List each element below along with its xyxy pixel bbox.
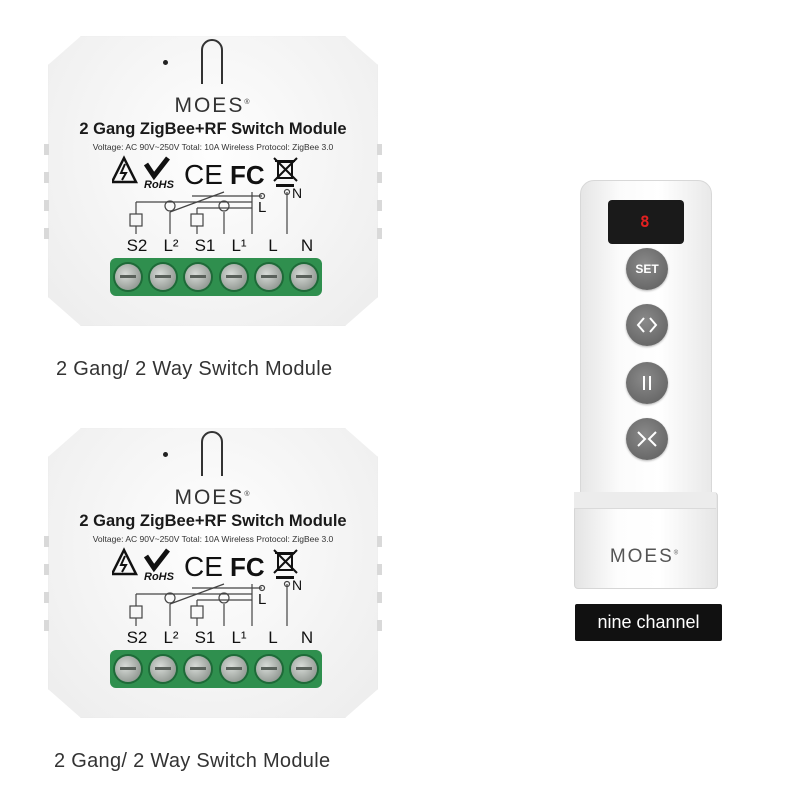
terminal-labels: S2 L² S1 L¹ L N [122, 236, 322, 258]
channel-display: 8 [608, 200, 684, 244]
remote-brand-logo: MOES® [609, 546, 681, 567]
channel-digit: 8 [640, 212, 650, 231]
module-caption: 2 Gang/ 2 Way Switch Module [54, 750, 331, 772]
svg-text:N: N [292, 580, 302, 593]
terminal-screw [114, 264, 141, 290]
close-button[interactable] [626, 418, 668, 460]
terminal-label-l: L [268, 236, 278, 255]
pause-button[interactable] [626, 362, 668, 404]
terminal-screw [185, 656, 212, 682]
terminal-label-s2: S2 [126, 236, 148, 255]
terminal-screw [291, 656, 318, 682]
weee-bin-icon [273, 157, 298, 187]
terminal-label-n: N [300, 236, 314, 255]
terminal-block [110, 258, 322, 296]
remote-sleeve-top [574, 492, 716, 509]
module-brand-logo: MOES® [174, 486, 252, 509]
led-dot [163, 452, 168, 457]
terminal-label-l1: L¹ [231, 628, 247, 647]
terminal-label-l2: L² [163, 236, 179, 255]
module-caption: 2 Gang/ 2 Way Switch Module [56, 358, 333, 380]
terminal-label-s2: S2 [126, 628, 148, 647]
antenna-loop-icon [201, 39, 223, 84]
terminal-screw [291, 264, 318, 290]
module-title: 2 Gang ZigBee+RF Switch Module [79, 512, 347, 530]
warning-icon [112, 547, 139, 576]
svg-text:RoHS: RoHS [144, 571, 175, 583]
module-brand-logo: MOES® [174, 94, 252, 117]
led-dot [163, 60, 168, 65]
terminal-labels: S2 L² S1 L¹ L N [122, 628, 322, 650]
terminal-screw [220, 264, 247, 290]
rohs-check-icon [143, 156, 170, 181]
set-button[interactable]: SET [626, 248, 668, 290]
terminal-screw [255, 656, 282, 682]
terminal-screw [149, 264, 176, 290]
terminal-screw [220, 656, 247, 682]
terminal-block [110, 650, 322, 688]
antenna-loop-icon [201, 431, 223, 476]
terminal-label-l1: L¹ [231, 236, 247, 255]
pause-icon [643, 376, 651, 390]
wiring-diagram: L N [129, 188, 302, 234]
svg-text:N: N [292, 188, 302, 201]
module-title: 2 Gang ZigBee+RF Switch Module [79, 120, 347, 138]
weee-bin-icon [273, 549, 298, 579]
rohs-check-icon [143, 548, 170, 573]
terminal-label-s1: S1 [194, 236, 216, 255]
svg-text:L: L [258, 591, 266, 608]
open-button[interactable] [626, 304, 668, 346]
terminal-screw [185, 264, 212, 290]
channel-count-badge: nine channel [575, 604, 722, 641]
module-spec: Voltage: AC 90V~250V Total: 10A Wireless… [92, 534, 334, 544]
switch-module-2: MOES® 2 Gang ZigBee+RF Switch Module Vol… [44, 428, 382, 718]
module-spec: Voltage: AC 90V~250V Total: 10A Wireless… [92, 142, 334, 152]
svg-text:FC: FC [230, 552, 265, 582]
svg-text:CE: CE [184, 551, 223, 582]
svg-text:RoHS: RoHS [144, 179, 175, 191]
set-button-label: SET [635, 262, 659, 276]
terminal-label-n: N [300, 628, 314, 647]
module-housing [48, 36, 378, 326]
terminal-screw [255, 264, 282, 290]
svg-text:CE: CE [184, 159, 223, 190]
rf-remote-control: 8 SET MOES® [574, 180, 718, 589]
terminal-screw [114, 656, 141, 682]
svg-text:L: L [258, 199, 266, 216]
wiring-diagram: L N [129, 580, 302, 626]
chevrons-inward-icon [636, 317, 658, 333]
terminal-label-l2: L² [163, 628, 179, 647]
warning-icon [112, 155, 139, 184]
switch-module-1: MOES® 2 Gang ZigBee+RF Switch Module Vol… [44, 36, 382, 326]
terminal-label-l: L [268, 628, 278, 647]
certification-marks: RoHS CE FC [112, 155, 298, 191]
certification-marks: RoHS CE FC [112, 547, 298, 583]
terminal-screw [149, 656, 176, 682]
module-housing [48, 428, 378, 718]
svg-text:FC: FC [230, 160, 265, 190]
chevrons-outward-icon [637, 431, 657, 447]
terminal-label-s1: S1 [194, 628, 216, 647]
